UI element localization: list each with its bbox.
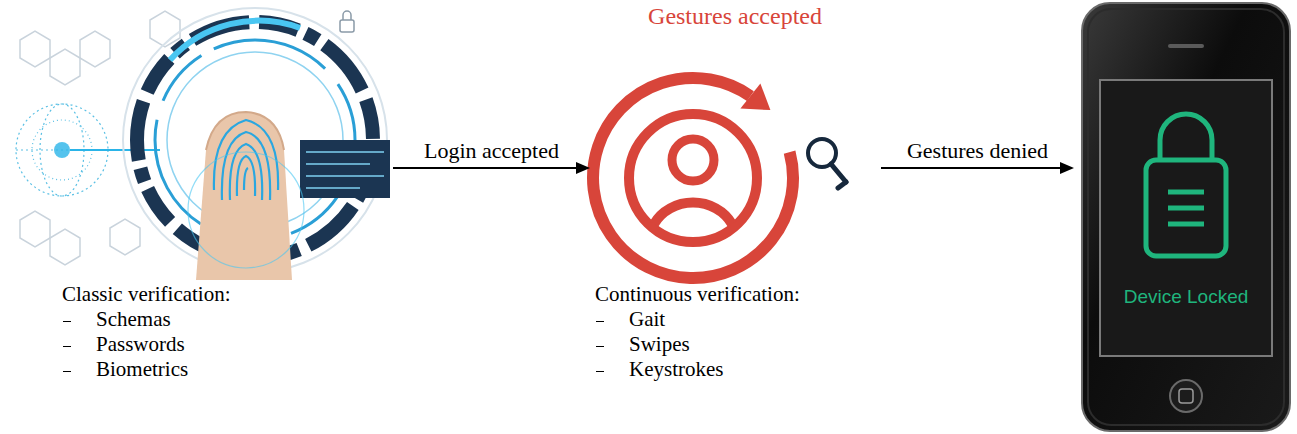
arrow-line <box>393 167 578 169</box>
magnifier-icon <box>808 139 846 188</box>
bullet-dash <box>63 346 71 347</box>
bullet-dash <box>63 371 71 372</box>
bullet-dash <box>596 371 604 372</box>
icon-node: Gestures acceptedContinuous verification… <box>592 0 880 392</box>
lock-icon <box>1146 114 1226 256</box>
arrow-head <box>1060 162 1074 174</box>
phone-node: Device Locked <box>1076 0 1294 434</box>
arrow-head <box>576 162 590 174</box>
list-item: Passwords <box>96 332 185 357</box>
list-item: Biometrics <box>96 357 188 382</box>
list-item: Keystrokes <box>629 357 723 382</box>
bullet-dash <box>596 346 604 347</box>
biometric-illustration <box>16 8 390 280</box>
phone-illustration <box>1082 3 1290 431</box>
verification-icon <box>593 78 793 278</box>
node-text: Device Locked <box>1102 284 1270 309</box>
list-item: Gait <box>629 307 665 332</box>
edge-label: Gestures denied <box>905 138 1050 164</box>
edge-label: Login accepted <box>422 138 561 164</box>
illustration-node: Classic verification:SchemasPasswordsBio… <box>0 0 392 392</box>
list-item: Swipes <box>629 332 690 357</box>
status-heading: Gestures accepted <box>592 4 878 29</box>
bullet-dash <box>596 321 604 322</box>
list-item: Schemas <box>96 307 171 332</box>
bullet-dash <box>63 321 71 322</box>
node-text: Continuous verification: <box>595 282 800 307</box>
arrow-line <box>881 167 1062 169</box>
node-text: Classic verification: <box>62 282 231 307</box>
